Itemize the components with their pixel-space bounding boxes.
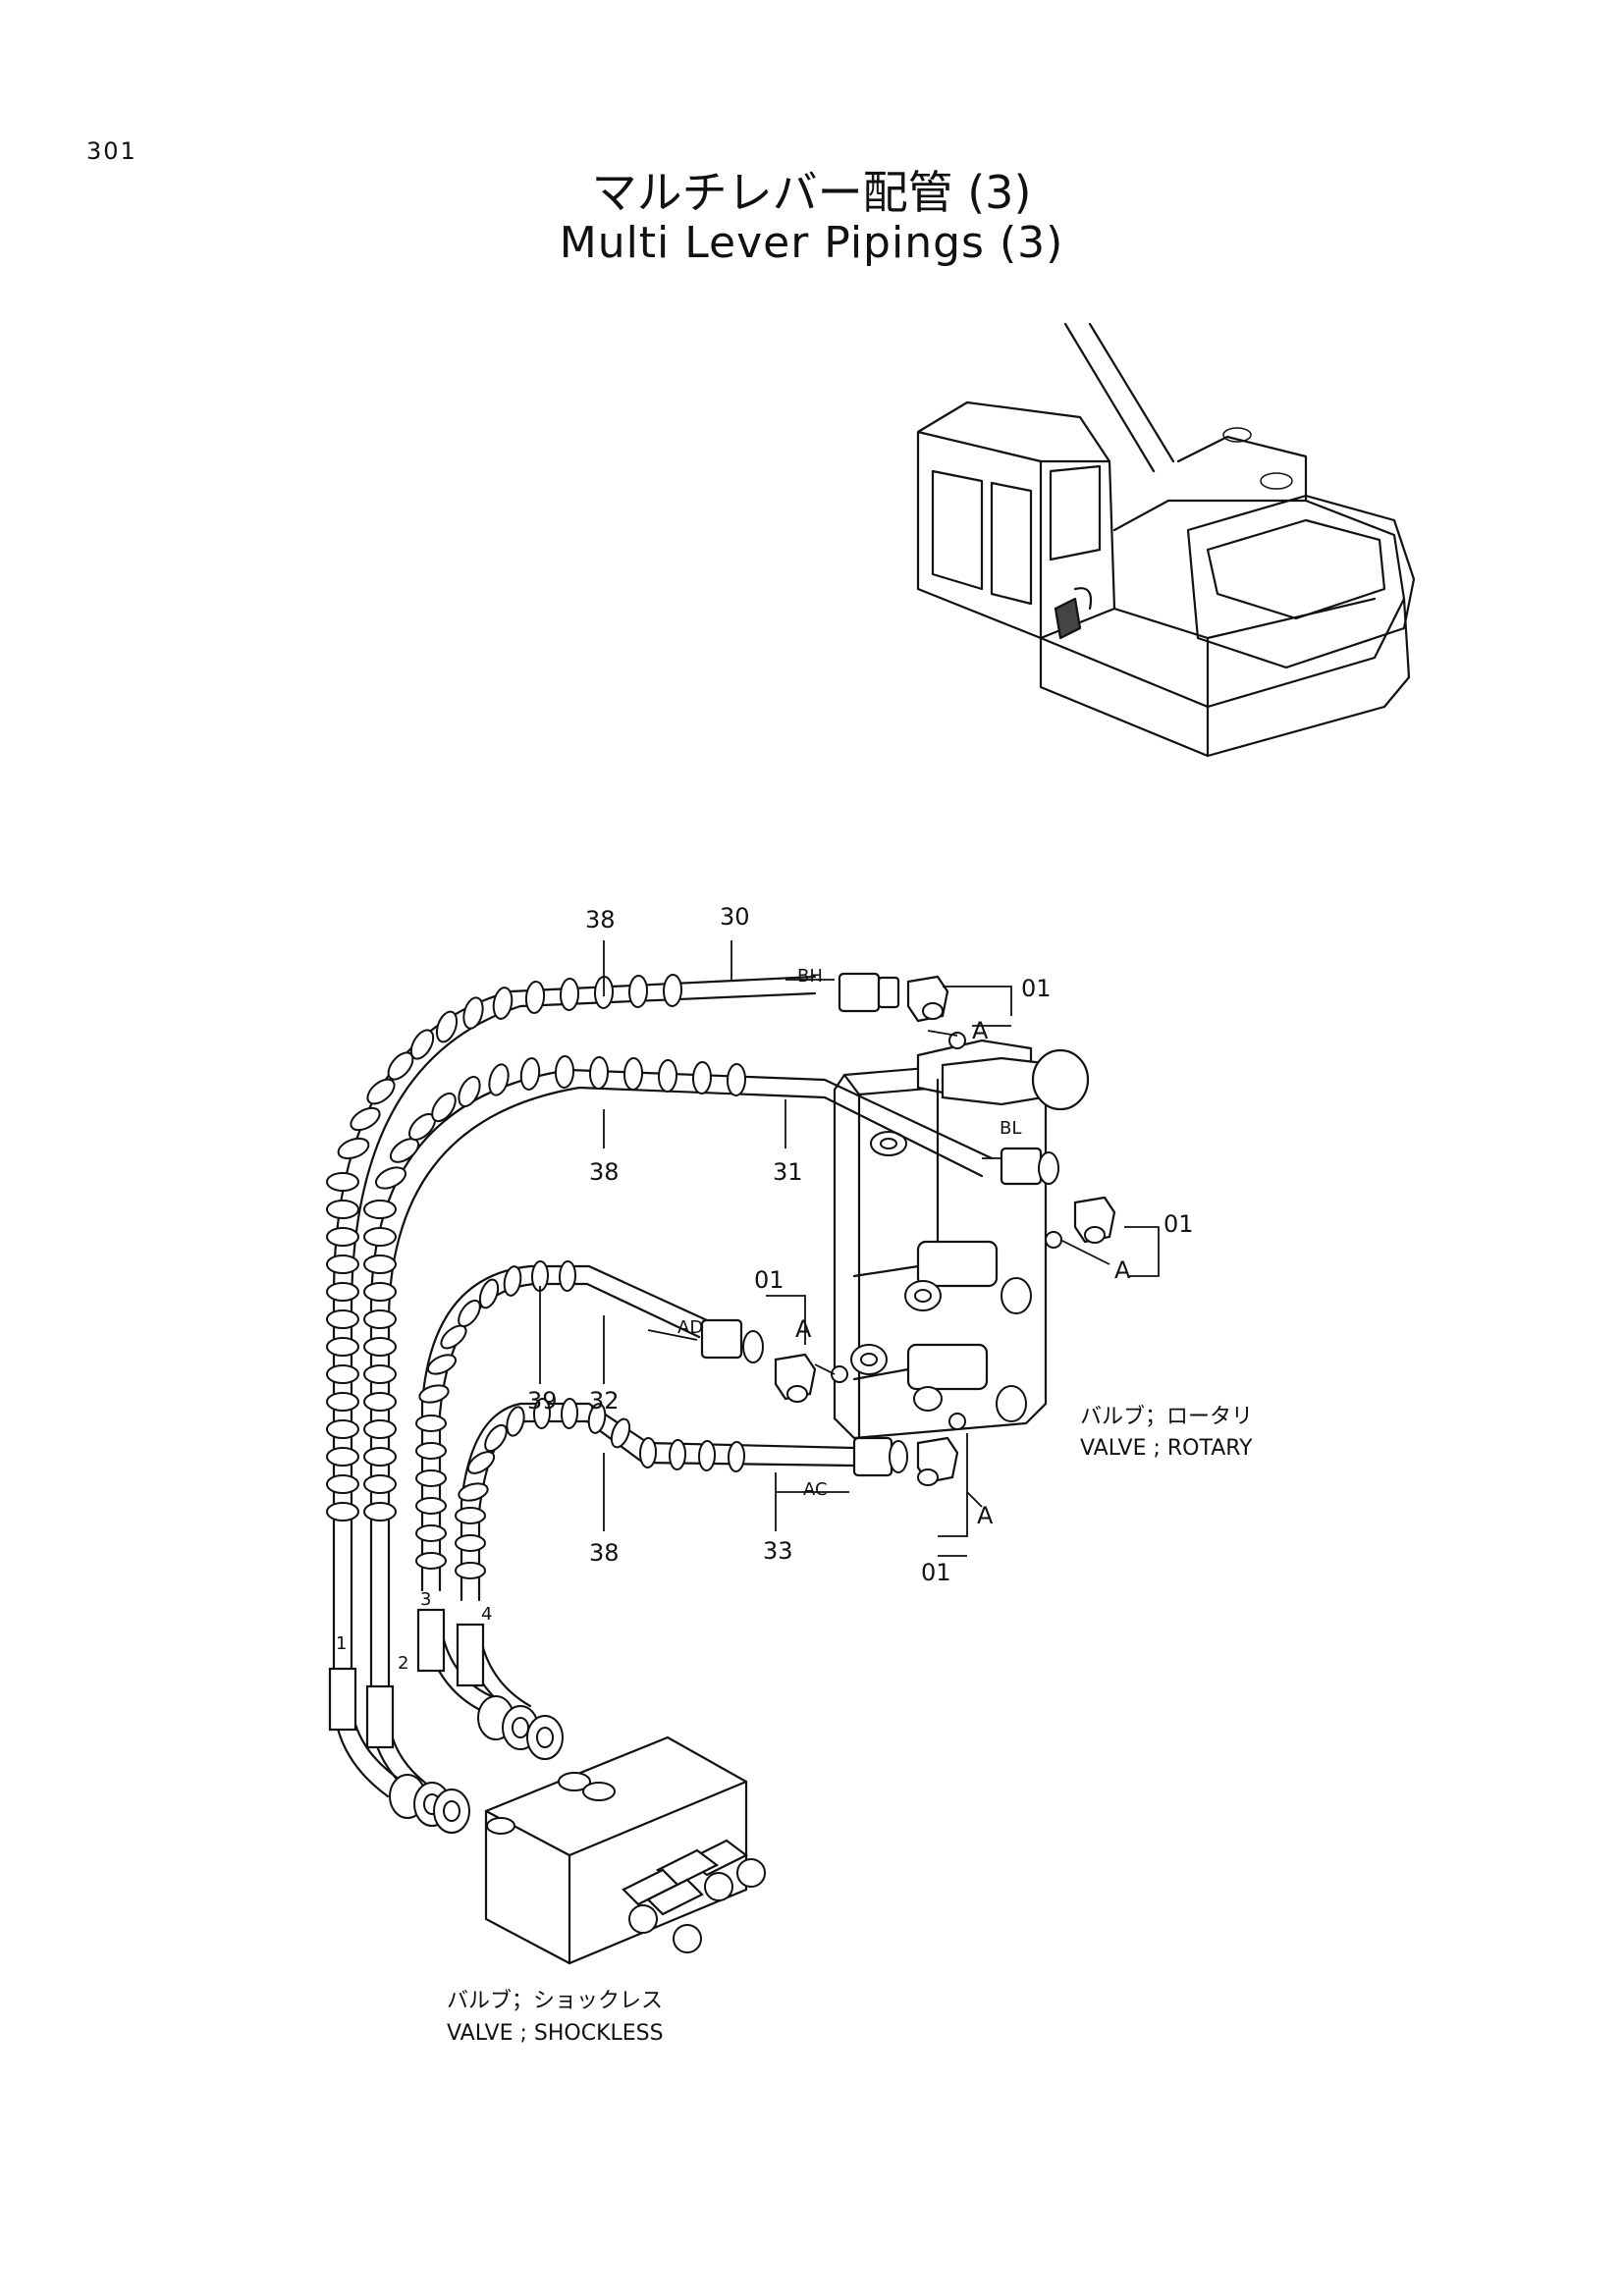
hose-end-sleeves <box>328 1608 485 1749</box>
hose-number-1: 1 <box>336 1633 347 1654</box>
port-label-bh: BH <box>797 966 823 987</box>
spiral-guard-bottom <box>455 1398 746 1579</box>
hose-swivel-fittings <box>389 1695 564 1834</box>
title-english: Multi Lever Pipings (3) <box>559 218 1064 268</box>
shockless-valve-label-jp: バルブ；ショックレス <box>447 1989 663 2013</box>
page-number: 301 <box>86 137 137 165</box>
callout-38-mid: 38 <box>589 1158 620 1186</box>
o-rings <box>831 1032 1062 1430</box>
port-label-ad: AD <box>677 1317 703 1338</box>
rotary-end-fittings <box>700 972 1116 1486</box>
spiral-guard-39 <box>415 1260 577 1570</box>
callout-01-bottom: 01 <box>921 1559 951 1586</box>
detail-mark-a-top: A <box>972 1017 989 1044</box>
machine-overview-sketch <box>916 322 1416 758</box>
callout-32: 32 <box>589 1387 620 1415</box>
detail-mark-a-mid: A <box>795 1315 812 1343</box>
callout-30: 30 <box>720 903 750 931</box>
rotary-valve-label-jp: バルブ；ロータリ <box>1080 1405 1253 1429</box>
shockless-valve <box>484 1735 766 1965</box>
rotary-valve <box>833 1039 1090 1440</box>
detail-mark-a-right: A <box>1114 1256 1131 1284</box>
spiral-guard-mid <box>363 1055 747 1522</box>
callout-38-bottom: 38 <box>589 1539 620 1567</box>
callout-01-top: 01 <box>1021 975 1052 1002</box>
port-label-bl: BL <box>1000 1118 1021 1139</box>
callout-01-mid: 01 <box>754 1266 784 1294</box>
shockless-valve-label-en: VALVE ; SHOCKLESS <box>447 2021 664 2046</box>
hose-number-2: 2 <box>398 1653 408 1674</box>
callout-39: 39 <box>527 1387 558 1415</box>
callout-01-right: 01 <box>1163 1210 1194 1238</box>
hose-4-ac <box>460 1402 856 1720</box>
hose-number-4: 4 <box>481 1604 492 1625</box>
callout-31: 31 <box>773 1158 803 1186</box>
rotary-valve-label-en: VALVE ; ROTARY <box>1080 1436 1253 1461</box>
port-label-ac: AC <box>803 1479 828 1500</box>
leader-lines <box>539 940 1160 1557</box>
hose-number-3: 3 <box>420 1589 431 1610</box>
callout-38-top: 38 <box>585 906 616 934</box>
title-japanese: マルチレバー配管 (3) <box>591 166 1032 219</box>
callout-33: 33 <box>763 1537 793 1565</box>
detail-mark-a-bottom: A <box>977 1502 994 1529</box>
